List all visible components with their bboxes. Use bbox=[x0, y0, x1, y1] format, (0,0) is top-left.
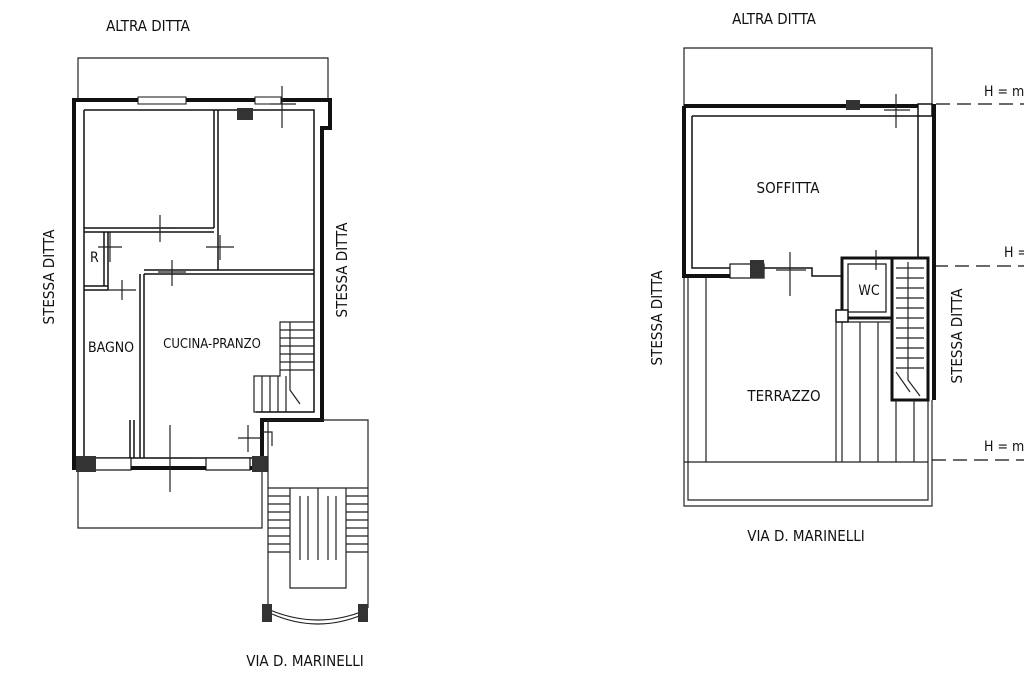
right-bottom-label: VIA D. MARINELLI bbox=[747, 527, 865, 545]
right-left-side-label: STESSA DITTA bbox=[648, 270, 666, 366]
right-top-label: ALTRA DITTA bbox=[732, 10, 817, 28]
room-wc-label: WC bbox=[858, 283, 879, 299]
room-bagno-label: BAGNO bbox=[88, 340, 134, 356]
left-bottom-label: VIA D. MARINELLI bbox=[246, 652, 364, 670]
height-label-2: H = bbox=[1004, 245, 1024, 261]
room-cucina-label: CUCINA-PRANZO bbox=[163, 337, 261, 352]
left-right-side-label: STESSA DITTA bbox=[333, 222, 351, 318]
right-floor-plan: ALTRA DITTA VIA D. MARINELLI STESSA DITT… bbox=[648, 10, 1024, 545]
height-label-1: H = m bbox=[984, 84, 1024, 100]
room-soffitta-label: SOFFITTA bbox=[757, 179, 821, 197]
height-label-3: H = m bbox=[984, 439, 1024, 455]
left-top-label: ALTRA DITTA bbox=[106, 17, 191, 35]
right-right-side-label: STESSA DITTA bbox=[948, 288, 966, 384]
room-terrazzo-label: TERRAZZO bbox=[746, 387, 820, 405]
left-side-label: STESSA DITTA bbox=[40, 229, 58, 325]
room-r-label: R bbox=[90, 250, 99, 266]
left-floor-plan: ALTRA DITTA VIA D. MARINELLI STESSA DITT… bbox=[40, 17, 369, 670]
